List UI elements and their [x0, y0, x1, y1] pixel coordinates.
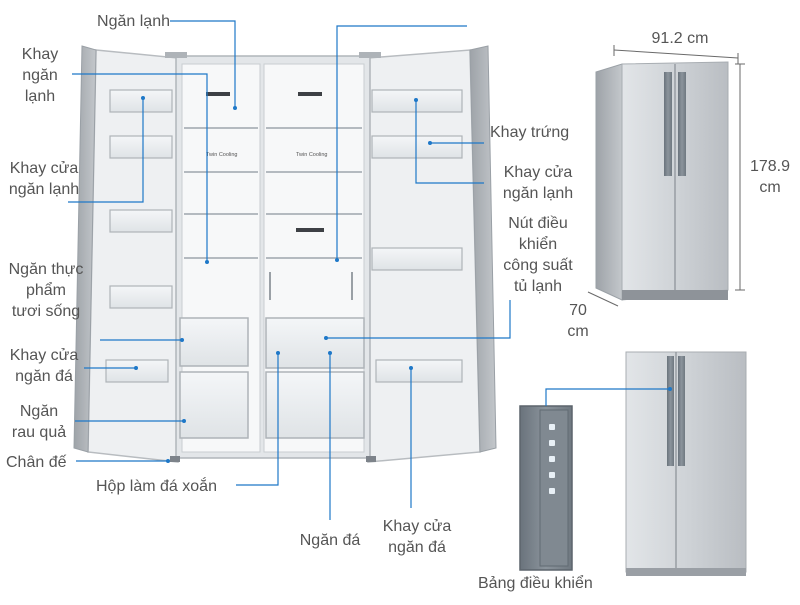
fridge-shelves — [266, 127, 362, 259]
left-door-edge — [73, 45, 97, 453]
open-refrigerator: Twin Cooling Twin Cooling — [73, 45, 497, 463]
foot-left — [170, 456, 180, 462]
front-body — [625, 351, 747, 573]
base-grille — [622, 290, 728, 300]
callout-hop-lam-da — [236, 353, 279, 486]
label-ngan-rau-qua: Ngăn rau quả — [11, 403, 67, 441]
freezer-shelves — [184, 127, 258, 259]
crisper-drawer — [265, 371, 365, 439]
label-ngan-thuc-pham: Ngăn thực phẩm tươi sống — [8, 261, 84, 320]
callout-khay-ngan-lanh — [72, 73, 208, 262]
front-handle-right — [678, 356, 685, 466]
control-panel-icons — [549, 424, 555, 494]
fridge-vent — [296, 228, 324, 232]
callout-dots — [134, 96, 672, 463]
callout-ngan-lanh — [170, 20, 236, 108]
handle-right — [678, 72, 686, 176]
fridge-top-light — [298, 92, 322, 96]
right-door-edge — [469, 45, 497, 453]
callout-lines — [68, 20, 670, 520]
fridge-perspective-view — [595, 61, 729, 301]
label-khay-cua-ngan-da-left: Khay cửa ngăn đá — [9, 347, 79, 385]
top-hinge-left — [165, 52, 187, 58]
ice-maker-box — [179, 317, 249, 367]
front-base — [626, 568, 746, 576]
label-chan-de: Chân đế — [6, 454, 67, 471]
label-hop-lam-da: Hộp làm đá xoắn — [96, 478, 217, 495]
twin-cooling-label-right: Twin Cooling — [296, 152, 328, 158]
depth-dimension-line — [587, 291, 619, 307]
fridge-front-view — [625, 351, 747, 576]
label-khay-cua-ngan-da-bottom: Khay cửa ngăn đá — [382, 518, 452, 556]
foot-right — [366, 456, 376, 462]
freezer-drawer — [179, 371, 249, 439]
callout-bang-dieu-khien — [545, 388, 670, 406]
callout-khay-cua-ngan-lanh-right — [415, 100, 484, 184]
top-hinge-right — [359, 52, 381, 58]
label-nut-dieu-khien: Nút điều khiển công suất tủ lạnh — [503, 215, 573, 295]
control-panel-closeup — [519, 405, 573, 571]
label-khay-cua-ngan-lanh-right: Khay cửa ngăn lạnh — [502, 164, 574, 202]
dimension-lines — [587, 45, 745, 307]
label-khay-trung: Khay trứng — [490, 124, 570, 141]
dimension-height-label: 178.9 cm — [749, 158, 791, 196]
freezer-top-light — [206, 92, 230, 96]
callout-ngan-lanh-top — [336, 25, 467, 260]
fridge-side-panel — [595, 63, 623, 301]
callout-nut-dieu-khien — [326, 300, 511, 339]
label-khay-ngan-lanh: Khay ngăn lạnh — [21, 46, 59, 105]
left-door-bins — [105, 89, 173, 383]
label-khay-cua-ngan-lanh: Khay cửa ngăn lạnh — [8, 160, 80, 198]
handle-left — [664, 72, 672, 176]
dimension-width-label: 91.2 cm — [651, 30, 709, 47]
freezer-tray-right — [265, 317, 365, 369]
label-bang-dieu-khien: Bảng điều khiển — [478, 575, 593, 592]
front-handle-left — [667, 356, 674, 466]
dimension-depth-label: 70 cm — [567, 302, 589, 340]
callout-khay-cua-ngan-lanh — [68, 98, 144, 203]
twin-cooling-label-left: Twin Cooling — [206, 152, 238, 158]
width-dimension-line — [613, 49, 739, 59]
label-ngan-lanh: Ngăn lạnh — [97, 13, 170, 30]
label-ngan-da: Ngăn đá — [299, 532, 361, 549]
